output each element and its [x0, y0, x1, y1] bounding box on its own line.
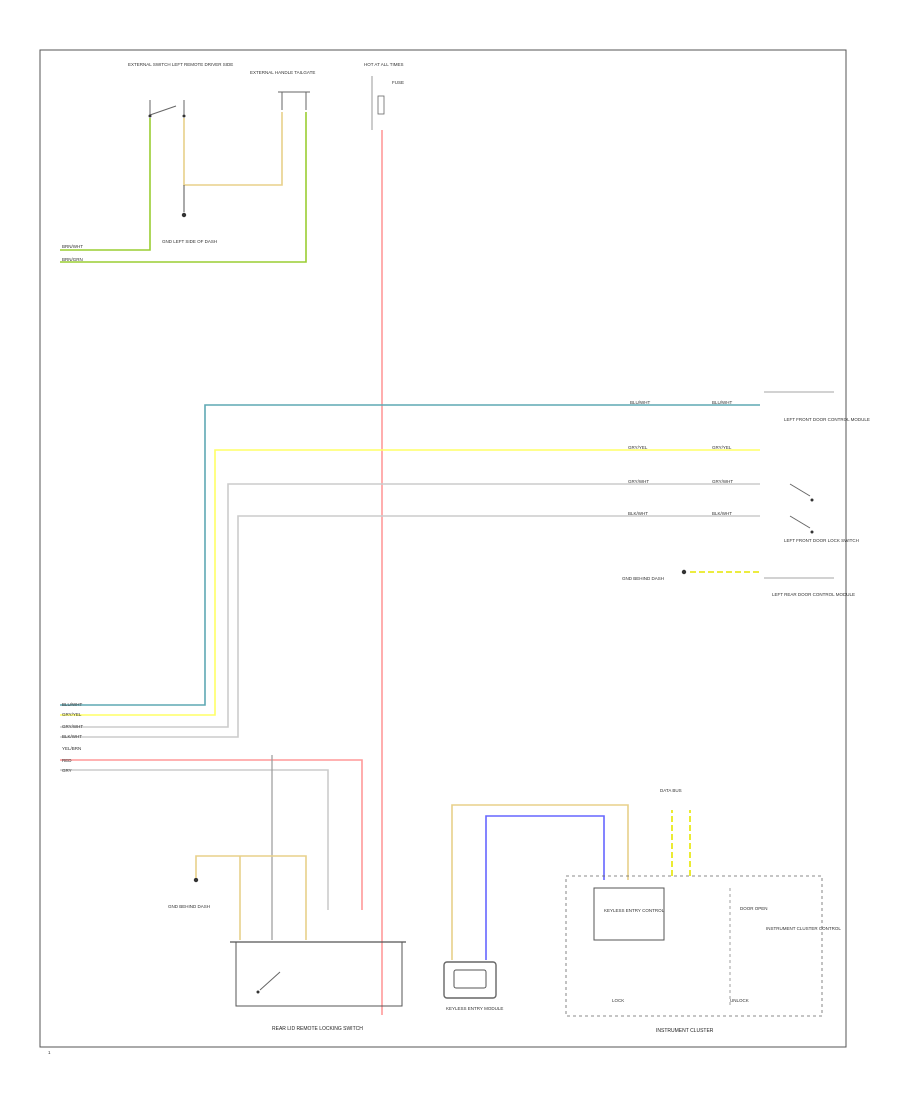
- cluster-left-out-label: LOCK: [612, 998, 624, 1003]
- wire-red-2: [60, 759, 363, 910]
- rear-lid-label: REAR LID REMOTE LOCKING SWITCH: [272, 1026, 363, 1032]
- ground-dot-bottom: [193, 877, 199, 883]
- wire-label-w4-a: GRY/YEL: [628, 445, 648, 450]
- wire-label-w8: RED: [62, 758, 72, 763]
- keyless-module-inner: [453, 969, 487, 989]
- wire-label-w2: BRN/GRN: [62, 257, 83, 262]
- door-open-label: DOOR OPEN: [740, 906, 768, 911]
- left-rear-door-label: LEFT REAR DOOR CONTROL MODULE: [772, 592, 855, 597]
- keyless-sub-label: KEYLESS ENTRY CONTROL: [604, 908, 665, 913]
- ground-dot-mid: [681, 569, 687, 575]
- wire-green-left: [60, 118, 151, 251]
- instrument-cluster-label: INSTRUMENT CLUSTER: [656, 1028, 714, 1034]
- ext-handle-label: EXTERNAL HANDLE TAILGATE: [250, 70, 315, 75]
- ground-bottom-label: GND BEHIND DASH: [168, 904, 210, 909]
- wire-label-w4-c: GRY/YEL: [62, 712, 82, 717]
- ground-left-label: GND LEFT SIDE OF DASH: [162, 239, 217, 244]
- wire-label-w6-c: BLK/WHT: [62, 734, 82, 739]
- left-door-lock-switch: [789, 483, 814, 534]
- wire-label-w3-a: BLU/WHT: [630, 400, 651, 405]
- keyless-sub-box: [593, 887, 665, 941]
- keyless-module-box: [443, 961, 497, 999]
- cluster-right-out-label: UNLOCK: [730, 998, 749, 1003]
- wire-label-w5-b: GRY/WHT: [712, 479, 733, 484]
- wire-label-w3-c: BLU/WHT: [62, 702, 83, 707]
- wire-yellow: [60, 449, 760, 716]
- wire-gray-3: [60, 769, 329, 910]
- wire-label-w4-b: GRY/YEL: [712, 445, 732, 450]
- instrument-cluster-box: [565, 875, 823, 1017]
- wire-label-w9: GRY: [62, 768, 72, 773]
- ext-switch-label: EXTERNAL SWITCH LEFT REMOTE DRIVER SIDE: [128, 62, 233, 67]
- wire-tan-keyless: [451, 804, 629, 960]
- wire-label-w6-b: BLK/WHT: [712, 511, 732, 516]
- rear-lid-box: [235, 941, 403, 1007]
- ext-handle-symbol: [278, 91, 310, 110]
- wire-gray-1: [60, 483, 760, 728]
- wire-label-w3-b: BLU/WHT: [712, 400, 733, 405]
- wire-green-right: [60, 112, 307, 263]
- wire-label-w6-a: BLK/WHT: [628, 511, 648, 516]
- rear-lid-switch: [256, 971, 281, 994]
- wire-tan: [183, 112, 283, 186]
- fuse-symbol: [371, 76, 385, 130]
- ground-mid-label: GND BEHIND DASH: [622, 576, 664, 581]
- ext-switch-symbol: [148, 100, 186, 118]
- hot-battery-label: HOT AT ALL TIMES: [364, 62, 404, 67]
- fuse-label: FUSE: [392, 80, 404, 85]
- wire-label-w7: YEL/BRN: [62, 746, 81, 751]
- wire-label-w5-c: GRY/WHT: [62, 724, 83, 729]
- data-bus-label: DATA BUS: [660, 788, 682, 793]
- wire-teal: [60, 404, 760, 706]
- ground-dot-top: [181, 212, 187, 218]
- wire-blue: [485, 815, 605, 960]
- left-front-door-lock-label: LEFT FRONT DOOR LOCK SWITCH: [784, 538, 859, 543]
- diagram-frame: [39, 49, 847, 1048]
- wire-gray-2: [60, 515, 760, 738]
- wire-label-w5-a: GRY/WHT: [628, 479, 649, 484]
- page-number: 1: [48, 1050, 51, 1055]
- left-door-label: LEFT FRONT DOOR CONTROL MODULE: [784, 417, 870, 422]
- instr-right-label: INSTRUMENT CLUSTER CONTROL: [766, 926, 841, 931]
- keyless-module-label: KEYLESS ENTRY MODULE: [446, 1006, 503, 1011]
- wire-label-w1: BRN/WHT: [62, 244, 83, 249]
- wire-tan-bottom: [195, 855, 307, 940]
